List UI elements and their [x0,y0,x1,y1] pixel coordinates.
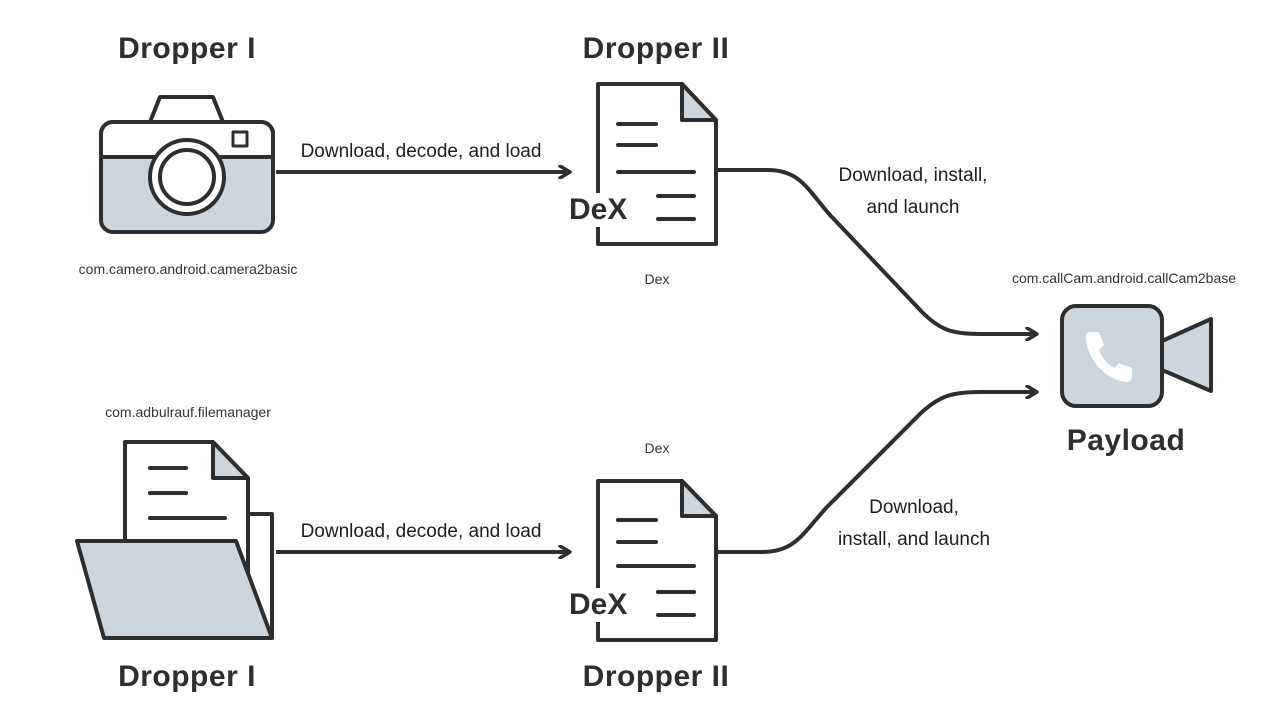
edge-label-top-decode: Download, decode, and load [300,141,542,162]
dropper1-bottom-package: com.adbulrauf.filemanager [105,404,271,420]
arrow-top-dropper2-to-payload [718,168,1036,334]
video-call-icon [1060,304,1213,408]
dropper1-top-package: com.camero.android.camera2basic [78,261,298,277]
folder-document-icon [75,440,274,640]
dropper2-top-title: Dropper II [582,32,730,65]
payload-package: com.callCam.android.callCam2base [1011,270,1237,286]
dex-file-label-bottom: DeX [567,588,630,622]
dex-file-label-top: DeX [567,193,630,227]
edge-label-bottom-install: Download, install, and launch [838,492,990,556]
payload-title: Payload [1066,424,1186,457]
dropper2-bottom-caption: Dex [644,440,670,456]
dropper2-bottom-title: Dropper II [582,660,730,693]
edge-label-bottom-install-line2: install, and launch [837,529,991,550]
edge-label-top-install-line2: and launch [866,197,960,218]
edge-label-bottom-install-line1: Download, [869,497,959,518]
arrow-bottom-dropper2-to-payload [718,392,1036,554]
edge-label-top-install: Download, install, and launch [839,160,988,224]
dropper1-bottom-title: Dropper I [118,660,256,693]
dropper2-top-caption: Dex [644,271,670,287]
edge-label-bottom-decode: Download, decode, and load [300,521,542,542]
dropper1-top-title: Dropper I [118,32,256,65]
edge-label-top-install-line1: Download, install, [838,165,988,186]
camera-icon [99,95,275,234]
